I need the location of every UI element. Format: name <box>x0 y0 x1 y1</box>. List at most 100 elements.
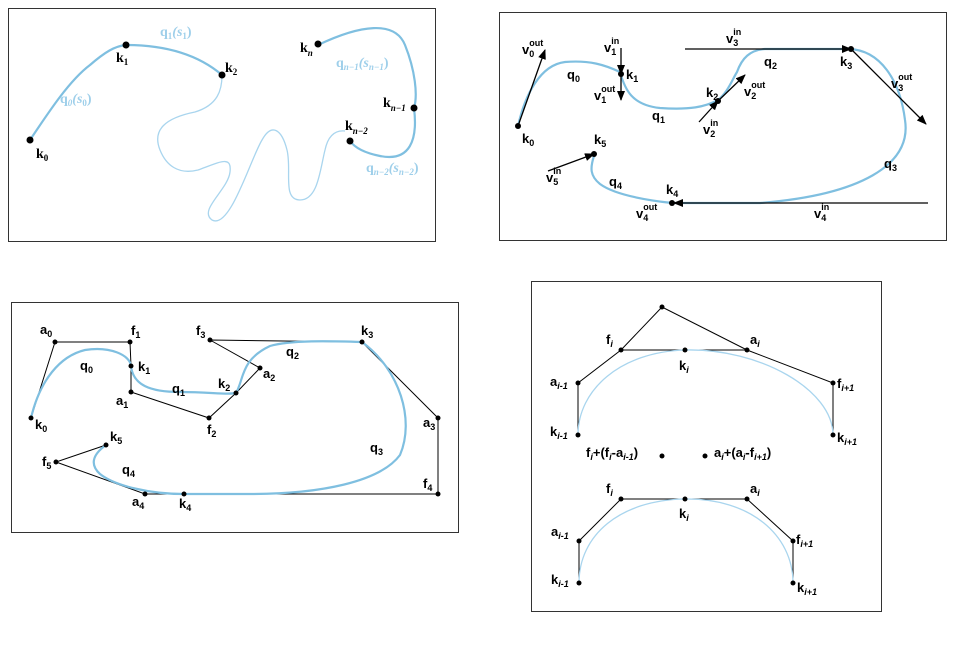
panel-1-label-k0: k0 <box>36 147 49 163</box>
panel-2-label-v5in: v5in <box>546 166 561 187</box>
panel-1-frame <box>8 8 436 242</box>
panel-3-label-f3: f3 <box>196 323 205 340</box>
panel-4-top-point-kip1 <box>830 432 836 438</box>
panel-2-label-v0out: v0out <box>522 38 543 59</box>
panel-3-label-k3: k3 <box>361 323 373 340</box>
panel-3-label-f5: f5 <box>42 454 51 471</box>
panel-1-label-q0: q0(s0) <box>60 92 92 108</box>
panel-3-control-polygon: a0 f1 k1 a1 f2 k2 a2 f3 k3 a3 f4 k4 a4 f… <box>11 302 459 533</box>
panel-4-label-kip1-bottom: ki+1 <box>797 580 817 597</box>
panel-3-point-a0 <box>52 339 58 345</box>
panel-4-top-point-fip1 <box>830 380 836 386</box>
panel-1-curve-middle <box>157 74 346 222</box>
panel-1-knot-k1 <box>122 41 130 49</box>
panel-3-label-q0: q0 <box>80 358 93 375</box>
panel-2-label-k4: k4 <box>666 182 678 199</box>
panel-4-top-point-fi <box>618 347 624 353</box>
panel-3-label-f4: f4 <box>423 476 432 493</box>
panel-3-label-k2: k2 <box>218 376 230 393</box>
panel-3-label-k0: k0 <box>35 417 47 434</box>
panel-1-label-qn1: qn−1(sn−1) <box>336 56 389 72</box>
panel-2-label-v2in: v2in <box>703 118 718 139</box>
panel-3-label-a1: a1 <box>116 393 128 410</box>
panel-2-knot-k0 <box>515 123 521 129</box>
panel-4-frame <box>531 281 882 612</box>
panel-4-bottom-point-ai <box>744 496 750 502</box>
panel-1-knot-kn <box>314 40 322 48</box>
panel-4-label-ki: ki <box>679 358 689 375</box>
panel-2-label-q3: q3 <box>884 156 897 173</box>
panel-2-label-v1out: v1out <box>594 84 615 105</box>
panel-3-label-f1: f1 <box>131 323 140 340</box>
panel-2-label-v3in: v3in <box>726 27 741 48</box>
panel-4-label-kim1: ki-1 <box>550 424 568 441</box>
panel-3-label-k4: k4 <box>179 496 191 513</box>
panel-3-frame <box>11 302 459 533</box>
panel-4-top-point-ai <box>744 347 750 353</box>
panel-3-poly-segment-3 <box>184 341 439 495</box>
panel-1-label-q1: q1(s1) <box>160 25 192 41</box>
panel-3-curve <box>29 340 407 496</box>
panel-3-poly-segment-1 <box>130 366 237 419</box>
panel-2-knot-k2 <box>715 98 721 104</box>
panel-3-label-k1: k1 <box>138 359 150 376</box>
panel-2-label-k5: k5 <box>594 132 606 149</box>
panel-4-label-fip1-bottom: fi+1 <box>796 532 813 549</box>
panel-1-label-qn2: qn−2(sn−2) <box>366 161 419 177</box>
panel-4-label-ai: ai <box>750 332 760 349</box>
panel-1-label-k1: k1 <box>116 51 129 67</box>
panel-4-label-kim1-bottom: ki-1 <box>551 572 569 589</box>
panel-4-bottom-point-fip1 <box>790 538 796 544</box>
panel-3-poly-segment-2 <box>209 339 363 394</box>
panel-3-label-a3: a3 <box>423 415 435 432</box>
panel-3-point-f1 <box>127 339 133 345</box>
panel-4-label-expr-a-f: ai+(ai-fi+1) <box>714 445 771 462</box>
panel-3-point-a4 <box>142 491 148 497</box>
panel-2-frame <box>499 12 947 241</box>
panel-4-label-kip1: ki+1 <box>837 430 857 447</box>
panel-2-knot-k4 <box>669 200 675 206</box>
panel-3-knot-k5 <box>103 442 109 448</box>
panel-1-knot-k2 <box>218 71 226 79</box>
panel-1-label-k2: k2 <box>225 61 238 77</box>
panel-2-vector-v5in <box>547 153 595 172</box>
panel-3-point-f3 <box>207 337 213 343</box>
panel-1-curve-end-top <box>316 26 417 110</box>
panel-4-top-point-aim1 <box>575 380 581 386</box>
panel-1-knot-k0 <box>26 136 34 144</box>
panel-2-label-q0: q0 <box>567 67 580 84</box>
panel-2-curve <box>516 47 907 205</box>
panel-1-label-kn2: kn−2 <box>345 119 368 136</box>
panel-3-label-q3: q3 <box>370 440 383 457</box>
panel-1-knot-kn1 <box>410 104 418 112</box>
panel-4-bottom-point-kim1 <box>576 580 582 586</box>
panel-3-label-a0: a0 <box>40 322 52 339</box>
panel-1-knot-kn2 <box>346 137 354 145</box>
panel-4-label-expr-f-a: fi+(fi-ai-1) <box>586 445 638 462</box>
panel-3-knot-k3 <box>359 339 365 345</box>
panel-4-top-point-apex <box>659 304 665 310</box>
panel-2-label-k3: k3 <box>840 54 852 71</box>
panel-4-tangent-construction: fi ai ki ai-1 fi+1 ki-1 ki+1 fi+(fi-ai-1… <box>531 281 882 612</box>
panel-1-label-kn1: kn−1 <box>383 96 406 113</box>
panel-3-knot-k0 <box>28 415 34 421</box>
panel-4-bottom-point-fi <box>618 496 624 502</box>
panel-3-point-a1 <box>128 389 134 395</box>
panel-4-label-ai-bottom: ai <box>750 481 760 498</box>
panel-2-label-k1: k1 <box>626 67 638 84</box>
panel-3-label-q1: q1 <box>172 381 185 398</box>
panel-4-bottom-point-kip1 <box>790 580 796 586</box>
panel-3-label-q4: q4 <box>122 462 135 479</box>
panel-3-point-f4 <box>435 491 441 497</box>
panel-4-top-point-kim1 <box>575 432 581 438</box>
panel-3-label-f2: f2 <box>207 422 216 439</box>
panel-4-label-aim1-bottom: ai-1 <box>551 524 569 541</box>
panel-2-vector-v3out <box>850 48 927 125</box>
panel-3-point-f2 <box>206 415 212 421</box>
panel-2-knot-k1 <box>618 71 624 77</box>
panel-4-label-ki-bottom: ki <box>679 506 689 523</box>
panel-2-vector-v0out <box>517 49 546 127</box>
panel-2-tangent-vectors: v0out v1in v1out v2in v2out v3in v3out v… <box>499 12 947 241</box>
panel-4-label-fi-bottom: fi <box>606 481 613 498</box>
